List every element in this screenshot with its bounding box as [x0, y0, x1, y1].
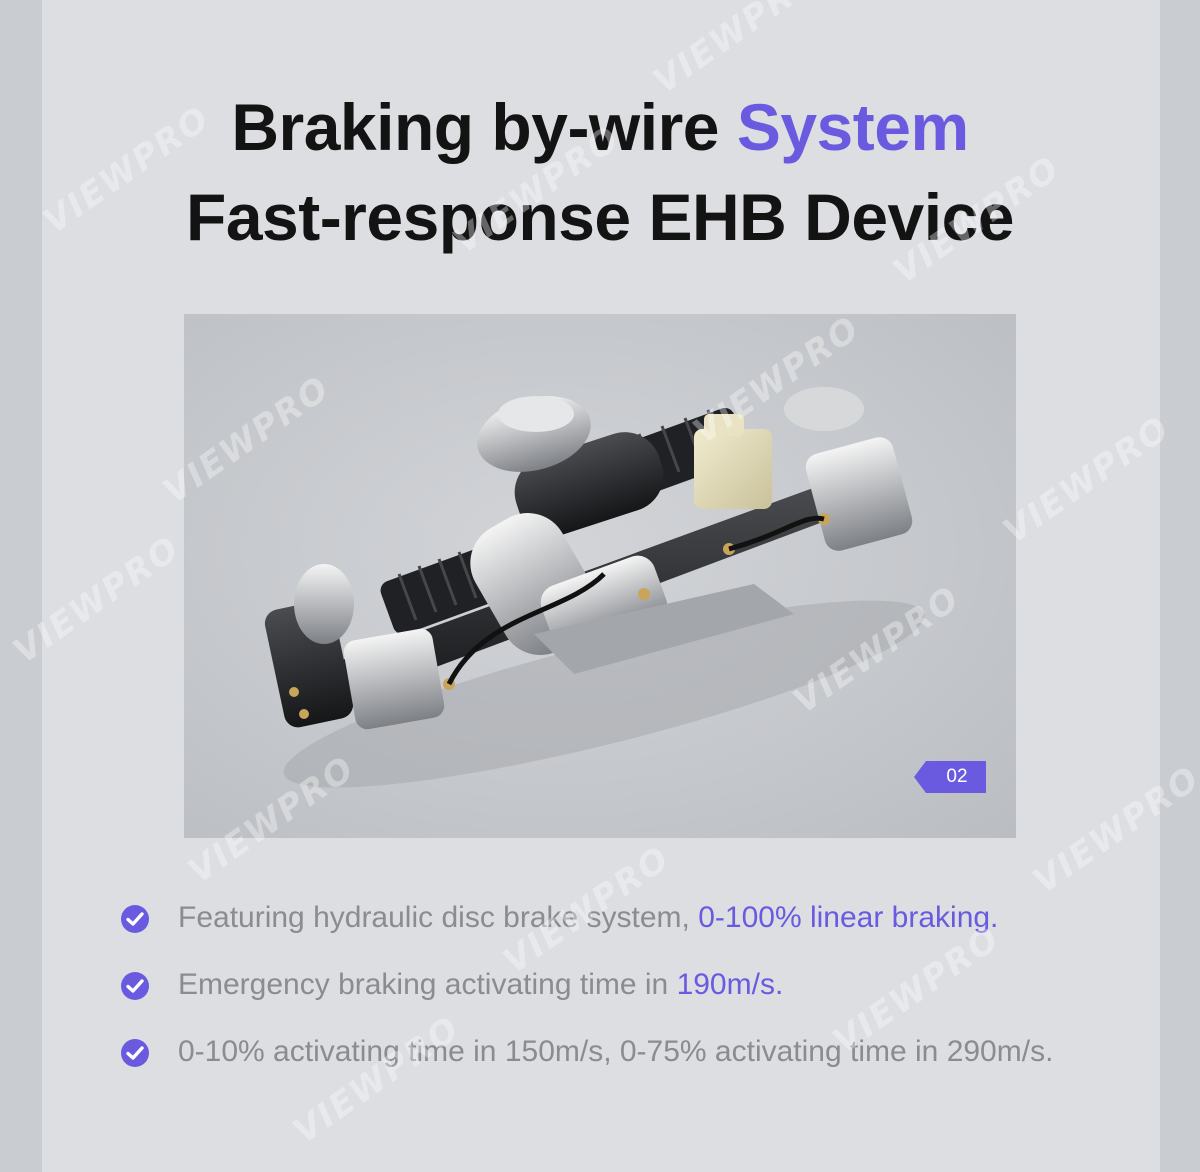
check-circle-icon	[121, 905, 149, 933]
feature-item-1: Featuring hydraulic disc brake system, 0…	[120, 890, 1160, 957]
feature-text-2: Emergency braking activating time in 190…	[178, 965, 783, 1005]
feature-item-2: Emergency braking activating time in 190…	[120, 957, 1160, 1024]
check-circle-icon	[121, 972, 149, 1000]
feature-text-3: 0-10% activating time in 150m/s, 0-75% a…	[178, 1032, 1053, 1072]
feature-item-3: 0-10% activating time in 150m/s, 0-75% a…	[120, 1024, 1160, 1091]
headline-line-1: Braking by-wire System	[0, 82, 1200, 172]
product-photo	[184, 314, 1016, 838]
check-circle-icon	[121, 1039, 149, 1067]
headline-accent: System	[736, 90, 969, 164]
headline: Braking by-wire System Fast-response EHB…	[0, 82, 1200, 262]
badge-number: 02	[946, 766, 968, 787]
feature-text: 0-10% activating time in 150m/s, 0-75% a…	[178, 1035, 1054, 1068]
feature-text-1: Featuring hydraulic disc brake system, 0…	[178, 898, 998, 938]
feature-highlight: 0-100% linear braking.	[698, 901, 999, 934]
image-index-badge: 02	[914, 761, 986, 793]
headline-line-2: Fast-response EHB Device	[186, 180, 1015, 254]
feature-text: Featuring hydraulic disc brake system,	[178, 901, 699, 934]
feature-list: Featuring hydraulic disc brake system, 0…	[120, 890, 1160, 1091]
feature-text: Emergency braking activating time in	[178, 968, 677, 1001]
ehb-assembly-illustration	[264, 387, 925, 788]
feature-highlight: 190m/s.	[676, 968, 784, 1001]
headline-line-1-text: Braking by-wire	[231, 90, 737, 164]
badge-arrow-shape	[914, 761, 986, 793]
